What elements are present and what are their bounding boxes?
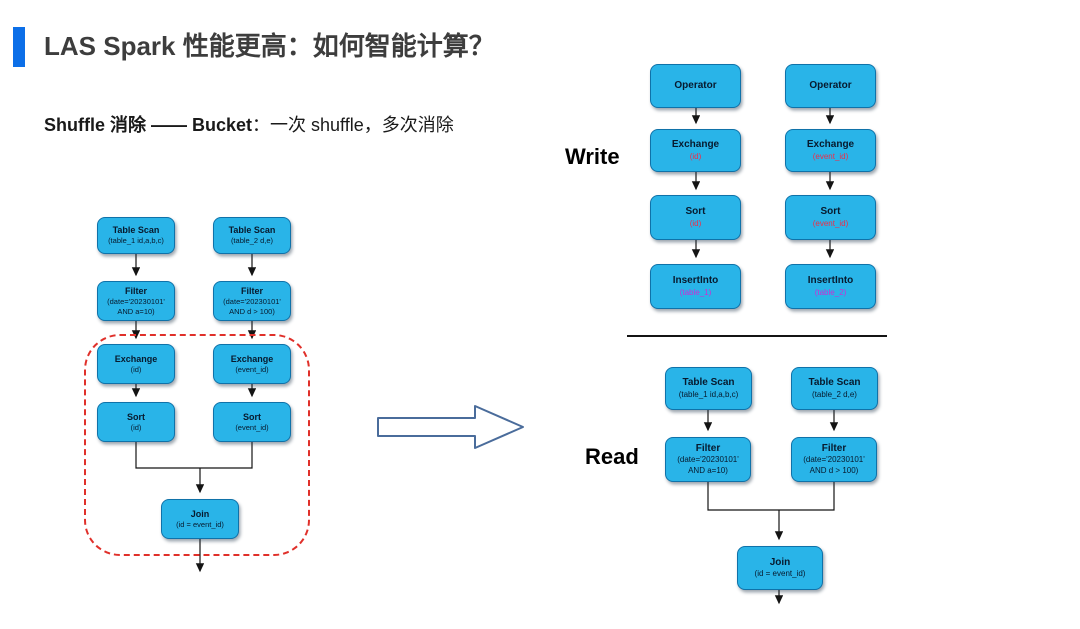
node-sub: (date='20230101' AND d > 100) [803,455,865,475]
subtitle-rest: ：一次 shuffle，多次消除 [252,115,454,135]
node-sub: (id) [130,422,142,432]
plan-node-exchange: Exchange (id) [97,344,175,384]
node-title: Filter [240,285,263,296]
plan-node-filter: Filter (date='20230101' AND d > 100) [791,437,877,482]
node-title: InsertInto [807,275,854,287]
plan-node-exchange: Exchange (event_id) [213,344,291,384]
plan-node-exchange: Exchange (event_id) [785,129,876,172]
node-title: Table Scan [112,225,160,235]
node-sub: (date='20230101' AND a=10) [677,455,739,475]
node-title: Sort [127,411,145,422]
node-sub: (date='20230101' AND a=10) [107,296,165,316]
plan-node-filter: Filter (date='20230101' AND a=10) [665,437,751,482]
node-sub: (id) [689,151,702,161]
node-sub: (event_id) [235,364,269,374]
node-title: Table Scan [808,377,861,389]
node-sub: (event_id) [812,151,849,161]
plan-node-table-scan: Table Scan (table_1 id,a,b,c) [97,217,175,254]
node-title: Exchange [230,353,274,364]
shuffle-elimination-region [84,334,310,556]
node-title: Operator [809,79,852,91]
node-title: Exchange [671,139,720,151]
plan-node-join: Join (id = event_id) [737,546,823,590]
node-title: Filter [124,285,147,296]
node-title: InsertInto [672,275,719,287]
plan-node-table-scan: Table Scan (table_2 d,e) [791,367,878,410]
node-sub: (table_2 d,e) [812,389,857,399]
node-title: Table Scan [228,225,276,235]
plan-node-filter: Filter (date='20230101' AND d > 100) [213,281,291,321]
plan-node-sort: Sort (event_id) [213,402,291,442]
read-section-label: Read [585,444,639,469]
plan-node-operator: Operator [785,64,876,108]
node-title: Exchange [114,353,158,364]
plan-node-table-scan: Table Scan (table_2 d,e) [213,217,291,254]
plan-node-table-scan: Table Scan (table_1 id,a,b,c) [665,367,752,410]
node-title: Table Scan [682,377,735,389]
plan-node-join: Join (id = event_id) [161,499,239,539]
node-sub: (table_2) [814,287,847,297]
plan-node-filter: Filter (date='20230101' AND a=10) [97,281,175,321]
node-title: Sort [243,411,261,422]
node-sub: (table_2 d,e) [230,236,274,246]
node-sub: (table_1 id,a,b,c) [678,389,739,399]
plan-node-sort: Sort (id) [650,195,741,240]
plan-node-sort: Sort (event_id) [785,195,876,240]
subtitle: Shuffle 消除 —— Bucket：一次 shuffle，多次消除 [44,111,454,137]
node-sub: (date='20230101' AND d > 100) [223,296,281,316]
node-title: Sort [820,206,841,218]
node-title: Filter [695,442,721,454]
plan-node-operator: Operator [650,64,741,108]
write-section-label: Write [565,144,620,169]
node-title: Exchange [806,139,855,151]
node-sub: (table_1 id,a,b,c) [108,236,164,246]
node-sub: (id = event_id) [176,519,224,529]
node-title: Filter [821,442,847,454]
subtitle-bold: Shuffle 消除 —— Bucket [44,115,253,135]
node-sub: (event_id) [812,218,849,228]
title-accent-bar [13,27,25,67]
page-title: LAS Spark 性能更高：如何智能计算？ [44,31,495,61]
node-title: Join [769,556,791,568]
node-sub: (id) [130,364,142,374]
node-sub: (id = event_id) [754,569,806,579]
node-sub: (event_id) [235,422,269,432]
plan-node-sort: Sort (id) [97,402,175,442]
node-sub: (id) [689,218,702,228]
node-title: Sort [685,206,706,218]
plan-node-exchange: Exchange (id) [650,129,741,172]
node-title: Join [190,508,210,519]
node-sub: (table_1) [679,287,712,297]
plan-node-insertinto: InsertInto (table_2) [785,264,876,309]
plan-node-insertinto: InsertInto (table_1) [650,264,741,309]
transform-arrow-icon [377,405,524,449]
node-title: Operator [674,79,717,91]
